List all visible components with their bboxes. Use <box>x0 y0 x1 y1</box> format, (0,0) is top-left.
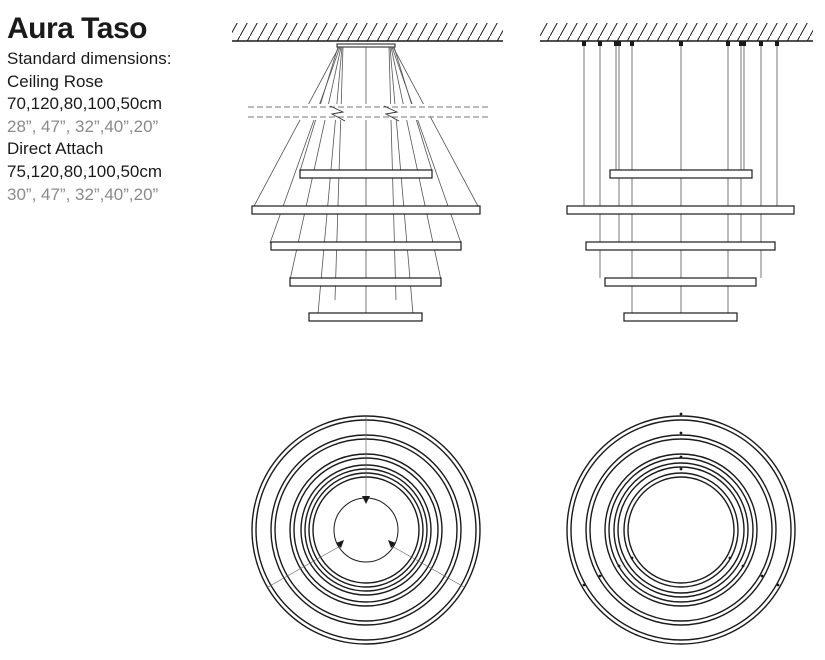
ceiling-rose-canopy <box>336 43 396 48</box>
dimension-spec-panel: Aura Taso Standard dimensions: Ceiling R… <box>7 12 227 206</box>
ceiling-rose-cm: 70,120,80,100,50cm <box>7 94 163 114</box>
ceiling-hatch-right <box>540 23 813 42</box>
direct-attach-label: Direct Attach <box>7 139 104 159</box>
attach-points <box>582 412 780 587</box>
ring-75cm <box>609 169 753 179</box>
ring-80cm-direct <box>585 241 776 251</box>
ceiling-rose-label: Ceiling Rose <box>7 71 104 91</box>
ring-120cm <box>251 205 481 215</box>
ring-100cm <box>289 277 442 287</box>
ceiling-rose-plan-view <box>251 415 481 645</box>
hub-arrow-heads <box>336 496 396 548</box>
plan-rings-right <box>566 415 796 645</box>
direct-attach-side-view <box>540 23 813 322</box>
cable-fan-lines <box>267 416 465 588</box>
ring-100cm-direct <box>604 277 757 287</box>
ceiling-hatch-left <box>232 23 503 42</box>
ring-80cm <box>270 241 462 251</box>
direct-attach-plan-view <box>566 412 796 645</box>
ceiling-rose-hub <box>333 497 399 563</box>
ring-70cm <box>299 169 433 179</box>
ring-50cm <box>308 312 423 322</box>
direct-attach-cm: 75,120,80,100,50cm <box>7 161 163 181</box>
suspension-cables <box>252 46 480 315</box>
rings-side-left <box>251 169 481 322</box>
ceiling-rose-inch: 28”, 47”, 32”,40”,20” <box>7 116 159 136</box>
direct-attach-inch: 30”, 47”, 32”,40”,20” <box>7 184 159 204</box>
rings-side-right <box>566 169 795 322</box>
length-break-marker <box>248 104 488 122</box>
ring-50cm-direct <box>623 312 738 322</box>
product-title: Aura Taso <box>7 12 147 45</box>
standard-dimensions-label: Standard dimensions: <box>7 49 172 68</box>
cable-anchors <box>582 41 779 46</box>
ring-120cm-direct <box>566 205 795 215</box>
ceiling-rose-side-view <box>232 23 503 322</box>
